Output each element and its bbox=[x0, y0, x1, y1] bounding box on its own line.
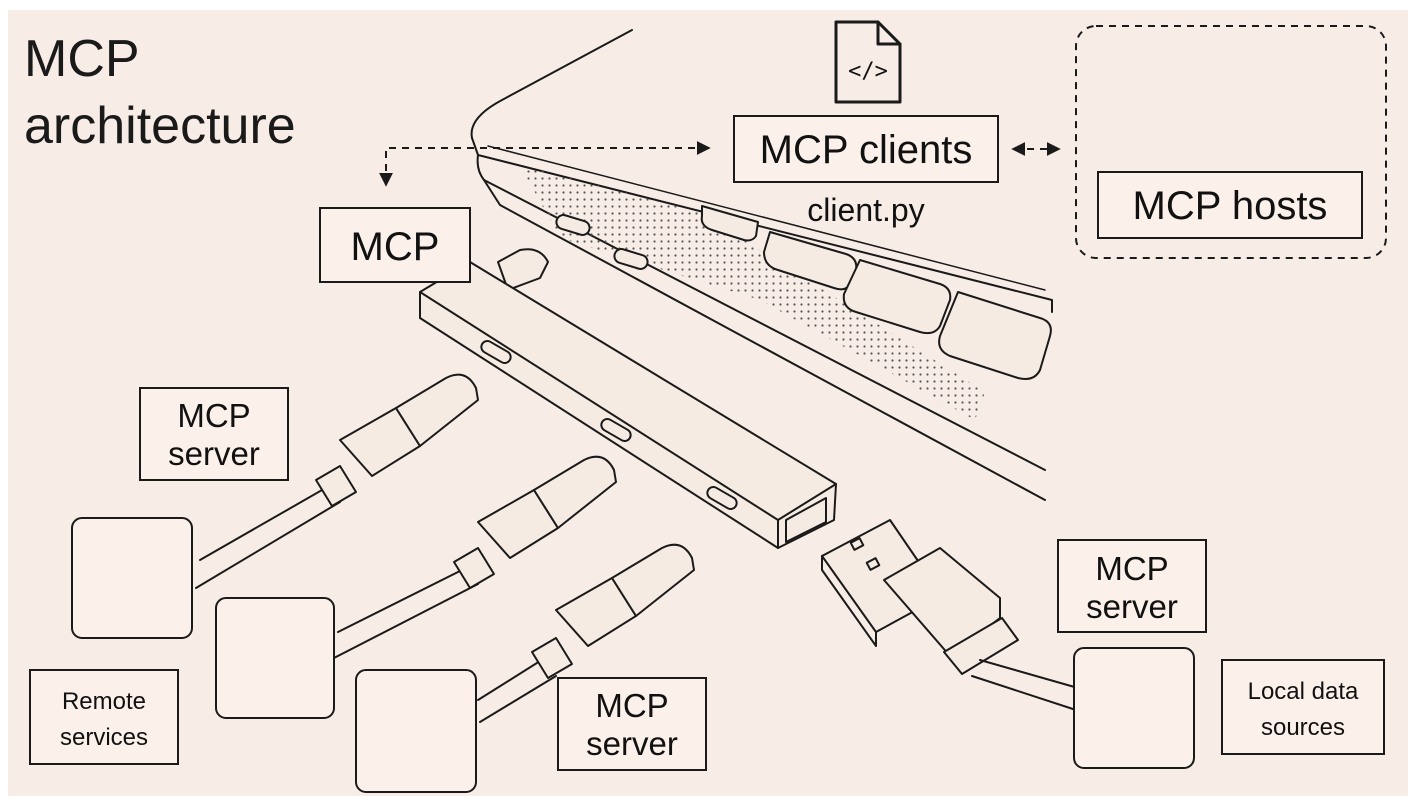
remote-services-line2: services bbox=[60, 724, 148, 751]
hub-port-2 bbox=[600, 418, 632, 442]
remote-services-line1: Remote bbox=[62, 688, 146, 715]
clients-mcp-arrow bbox=[379, 141, 711, 187]
diagram-title-line2: architecture bbox=[24, 97, 296, 155]
server-box-2 bbox=[215, 597, 335, 719]
hub-port-3 bbox=[706, 486, 738, 510]
local-data-line1: Local data bbox=[1248, 678, 1359, 705]
mcp-server-label-bottom-box bbox=[557, 677, 707, 771]
mcp-hosts-container bbox=[1075, 25, 1387, 259]
mcp-server-right-line2: server bbox=[1086, 588, 1178, 625]
mcp-hosts-box bbox=[1097, 171, 1363, 239]
local-data-sources-box bbox=[1221, 659, 1385, 755]
diagram-title-line1: MCP bbox=[24, 30, 140, 88]
mcp-clients-label: MCP clients bbox=[760, 128, 973, 172]
hub-port-1 bbox=[480, 340, 512, 364]
keyboard-keys bbox=[700, 205, 1052, 380]
mcp-server-label-top-box bbox=[139, 387, 289, 481]
server-box-local bbox=[1073, 647, 1195, 769]
speaker-grille bbox=[520, 165, 985, 420]
mcp-server-label-right-box bbox=[1057, 539, 1207, 633]
cable-bottom bbox=[477, 543, 695, 723]
mcp-clients-box bbox=[733, 115, 999, 183]
code-file-icon: </> bbox=[834, 20, 902, 104]
remote-services-box bbox=[29, 669, 179, 765]
mcp-hosts-label: MCP hosts bbox=[1133, 184, 1328, 228]
server-box-1 bbox=[71, 517, 193, 639]
cable-top bbox=[195, 373, 479, 589]
code-glyph: </> bbox=[848, 59, 888, 84]
local-data-line2: sources bbox=[1261, 714, 1345, 741]
mcp-server-top-line2: server bbox=[168, 435, 260, 472]
cable-right bbox=[821, 519, 1079, 711]
cable-middle bbox=[333, 455, 617, 659]
laptop-port-1 bbox=[555, 214, 591, 236]
laptop-port-2 bbox=[613, 248, 649, 270]
server-box-3 bbox=[355, 669, 477, 793]
mcp-server-bottom-line2: server bbox=[586, 725, 678, 762]
mcp-protocol-label: MCP bbox=[351, 225, 440, 269]
mcp-protocol-box bbox=[319, 207, 471, 283]
mcp-server-top-line1: MCP bbox=[177, 397, 250, 434]
mcp-server-bottom-line1: MCP bbox=[595, 687, 668, 724]
mcp-server-right-line1: MCP bbox=[1095, 550, 1168, 587]
client-file-label: client.py bbox=[807, 192, 924, 228]
